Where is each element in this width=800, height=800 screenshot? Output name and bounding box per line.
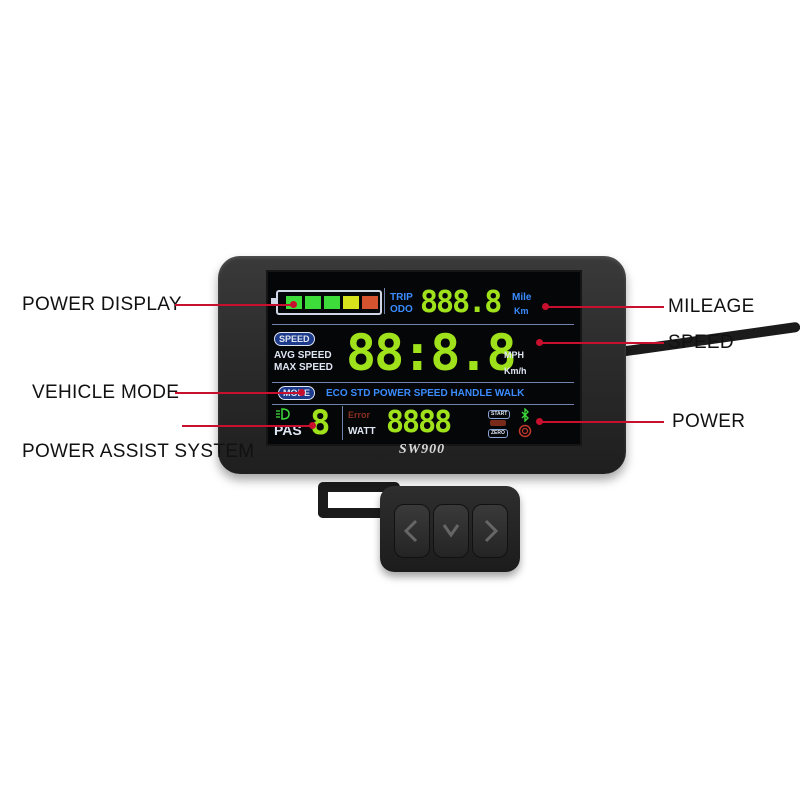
callout-mileage: MILEAGE <box>668 296 755 317</box>
km-unit: Km <box>514 306 529 316</box>
divider <box>342 406 343 440</box>
mph-unit: MPH <box>504 350 524 360</box>
leader-dot <box>536 339 543 346</box>
leader-dot <box>298 389 305 396</box>
error-label: Error <box>348 410 371 420</box>
cable-bottom <box>320 482 400 492</box>
callout-power-assist: POWER ASSIST SYSTEM <box>22 441 255 462</box>
warning-indicator <box>490 420 506 426</box>
bluetooth-icon <box>521 408 529 422</box>
divider <box>272 382 574 383</box>
leader-power-display <box>175 304 293 306</box>
mileage-digits: 888.8 <box>420 285 502 320</box>
mile-unit: Mile <box>512 292 532 303</box>
down-button[interactable] <box>394 504 430 558</box>
pas-digit: 8 <box>310 403 331 443</box>
kmh-unit: Km/h <box>504 366 527 376</box>
battery-segment <box>305 296 321 309</box>
leader-dot <box>536 418 543 425</box>
mode-options: ECO STD POWER SPEED HANDLE WALK <box>326 388 525 399</box>
cable-bottom-loop <box>318 482 328 518</box>
watt-label: WATT <box>348 426 376 437</box>
leader-dot <box>290 301 297 308</box>
battery-segment <box>324 296 340 309</box>
chevron-right-icon <box>484 519 499 543</box>
button-controller <box>380 486 520 572</box>
cable-bottom-2 <box>318 508 388 518</box>
leader-dot <box>309 422 316 429</box>
battery-segment <box>343 296 359 309</box>
chevron-down-icon <box>442 524 460 538</box>
odo-label: ODO <box>390 304 413 315</box>
headlight-icon <box>276 408 290 420</box>
start-indicator: START <box>488 410 511 419</box>
zero-indicator: ZERO <box>488 429 508 438</box>
speed-digits: 88:8.8 <box>346 324 517 382</box>
callout-power-display: POWER DISPLAY <box>22 294 182 315</box>
leader-power-assist <box>182 425 312 427</box>
power-button[interactable] <box>433 504 469 558</box>
speed-badge: SPEED <box>274 332 315 346</box>
trip-label: TRIP <box>390 292 413 303</box>
battery-segment <box>362 296 378 309</box>
brake-icon <box>518 424 532 438</box>
callout-power: POWER <box>672 411 746 432</box>
battery-gauge <box>276 290 382 315</box>
avg-speed-label: AVG SPEED <box>274 350 332 361</box>
leader-vehicle-mode <box>175 392 301 394</box>
leader-dot <box>542 303 549 310</box>
leader-power <box>540 421 664 423</box>
max-speed-label: MAX SPEED <box>274 362 333 373</box>
divider <box>272 324 574 325</box>
battery-tip <box>271 298 277 304</box>
model-name: SW900 <box>398 442 446 457</box>
lcd-screen: TRIP ODO 888.8 Mile Km SPEED AVG SPEED M… <box>266 270 582 446</box>
divider <box>384 288 385 314</box>
callout-speed: SPEED <box>668 332 734 353</box>
leader-speed <box>540 342 664 344</box>
display-unit: TRIP ODO 888.8 Mile Km SPEED AVG SPEED M… <box>218 256 626 474</box>
chevron-left-icon <box>403 519 418 543</box>
power-digits: 8888 <box>386 405 452 440</box>
callout-vehicle-mode: VEHICLE MODE <box>32 382 180 403</box>
up-button[interactable] <box>472 504 508 558</box>
divider <box>272 404 574 405</box>
leader-mileage <box>546 306 664 308</box>
